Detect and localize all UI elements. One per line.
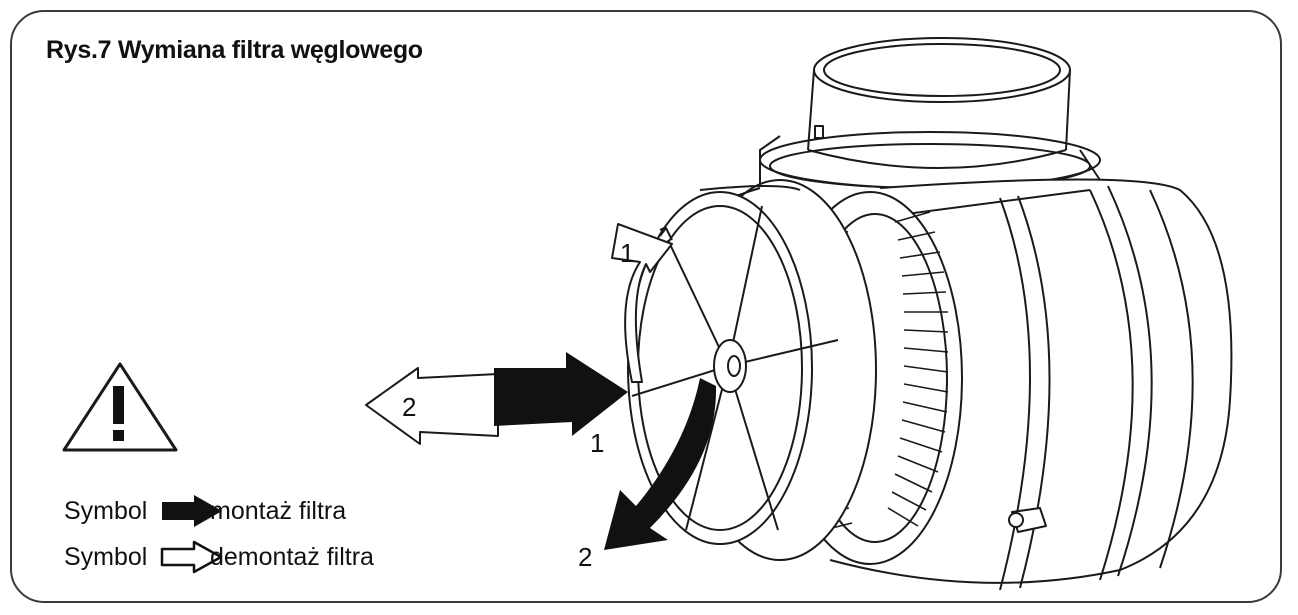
callout-pull-out: 2 — [402, 392, 416, 422]
push-in-arrow — [494, 352, 628, 436]
outlet-pipe — [759, 37, 1101, 200]
warning-triangle-icon — [62, 362, 178, 452]
legend-mount-text: montaż filtra — [210, 497, 347, 525]
legend-dismount-text: demontaż filtra — [210, 543, 374, 571]
outline-arrow-icon — [160, 540, 223, 574]
legend-dismount-word: Symbol — [64, 543, 148, 571]
figure-title: Rys.7 Wymiana filtra węglowego — [46, 36, 423, 64]
pull-out-arrow — [365, 367, 499, 445]
callout-push-in: 1 — [590, 428, 604, 458]
callout-rotate-lock: 2 — [578, 542, 592, 572]
callout-rotate-release: 1 — [620, 238, 634, 268]
filled-arrow-icon — [162, 495, 222, 527]
rotate-lock-arrow — [604, 378, 717, 550]
rotate-release-arrow — [611, 223, 673, 383]
legend-mount-word: Symbol — [64, 497, 148, 525]
